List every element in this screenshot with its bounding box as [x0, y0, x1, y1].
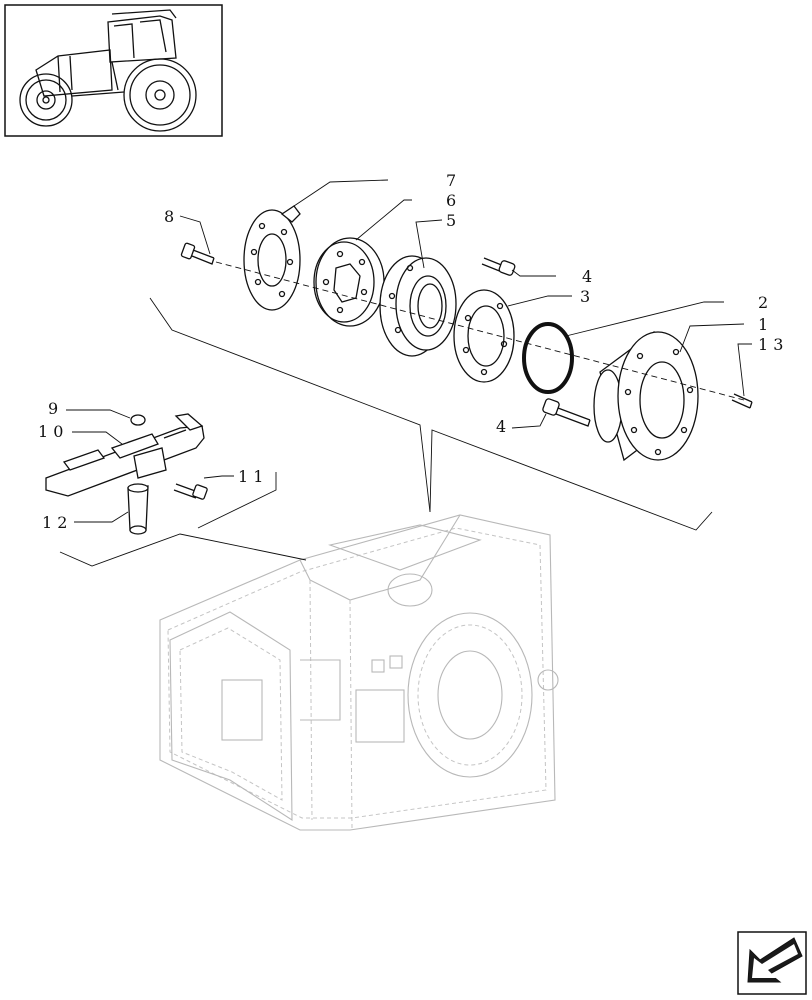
callout-1: 1	[758, 315, 768, 334]
callout-labels: 1 2 3 4 4 5 6 7 8 9 1 0 1 1 1 2 1 3	[38, 171, 783, 532]
lock-plate-part-7	[243, 205, 301, 311]
transmission-housing-outline	[159, 514, 559, 831]
hub-part-6	[313, 237, 385, 327]
callout-2: 2	[758, 293, 768, 312]
clip-part-9	[130, 414, 146, 426]
assembly-bracket	[59, 297, 713, 567]
callout-7: 7	[446, 171, 456, 190]
bolt-part-4-lower	[542, 398, 591, 427]
pin-part-12	[127, 483, 149, 535]
callout-4a: 4	[582, 267, 592, 286]
housing-ring-part-5	[379, 255, 457, 357]
leader-lines	[66, 179, 752, 523]
next-page-arrow-icon[interactable]	[737, 931, 807, 995]
tractor-thumbnail-icon[interactable]	[4, 4, 223, 137]
callout-8: 8	[164, 207, 174, 226]
gasket-part-3	[453, 289, 515, 383]
callout-4b: 4	[496, 417, 506, 436]
callout-13: 1 3	[758, 335, 783, 354]
flange-cup-part-1	[593, 331, 699, 462]
callout-6: 6	[446, 191, 456, 210]
callout-12: 1 2	[42, 513, 67, 532]
callout-3: 3	[580, 287, 590, 306]
bolt-part-4-upper	[481, 257, 516, 276]
callout-11: 1 1	[238, 467, 263, 486]
callout-9: 9	[48, 399, 58, 418]
lever-bracket-part-10	[45, 413, 205, 497]
bolt-part-8	[180, 242, 215, 265]
stud-part-13	[731, 393, 753, 409]
o-ring-part-2	[522, 322, 574, 394]
bolt-part-11	[173, 483, 208, 500]
callout-10: 1 0	[38, 422, 63, 441]
callout-5: 5	[446, 211, 456, 230]
